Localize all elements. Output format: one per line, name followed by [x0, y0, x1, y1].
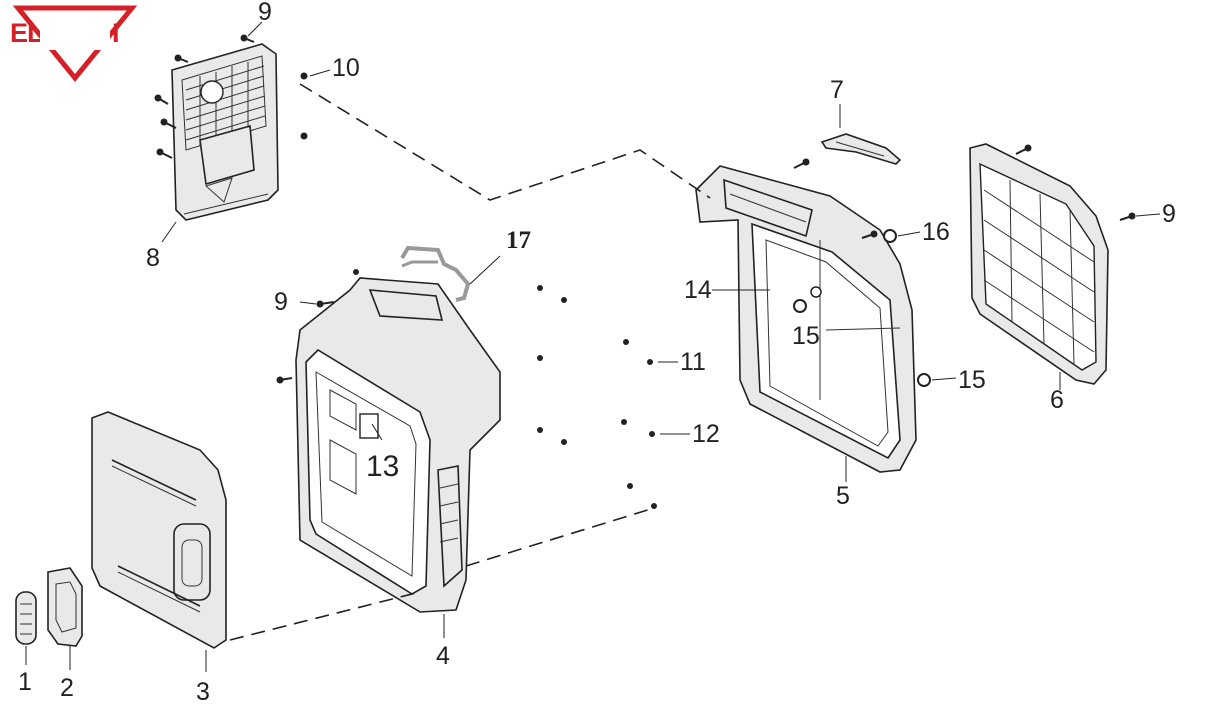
label-15-inner: 15	[792, 322, 820, 350]
rear-frame-hardware	[793, 158, 931, 387]
part-1-knob	[15, 591, 37, 665]
label-11: 11	[680, 348, 706, 376]
leader-10	[309, 69, 331, 77]
part-8-front-grille	[161, 43, 279, 243]
part-3-side-cover	[91, 411, 227, 672]
assembly-dashed-lines	[229, 83, 711, 641]
brand-logo-mark	[12, 5, 138, 82]
label-9-top: 9	[258, 0, 272, 26]
part-17-handle-wire	[400, 245, 501, 302]
label-1: 1	[18, 668, 32, 696]
callout-labels: 1 2 3 4 5 6 7 8 9 9 9 10 11 12 13 14 15 …	[18, 0, 1176, 706]
label-15-side: 15	[958, 366, 986, 394]
leader-16	[897, 231, 921, 237]
leader-15b	[931, 377, 957, 381]
label-6: 6	[1050, 386, 1064, 414]
label-12: 12	[692, 420, 720, 448]
grille-screws	[154, 34, 308, 159]
leader-13	[371, 423, 383, 441]
label-8: 8	[146, 244, 160, 272]
label-2: 2	[60, 674, 74, 702]
label-10: 10	[332, 54, 360, 82]
rear-cover-screws	[1015, 144, 1136, 221]
label-5: 5	[836, 482, 850, 510]
leader-9a	[247, 21, 263, 37]
part-2-bezel	[47, 567, 83, 670]
label-4: 4	[436, 642, 450, 670]
label-17: 17	[506, 227, 531, 254]
part-4-front-shell	[295, 277, 501, 638]
part-7-cap	[820, 104, 902, 165]
label-9-rear: 9	[1162, 200, 1176, 228]
label-9-front: 9	[274, 288, 288, 316]
part-6-rear-cover	[969, 143, 1109, 390]
part-5-rear-frame	[695, 165, 917, 482]
front-shell-screws	[276, 269, 359, 384]
label-13: 13	[366, 450, 399, 483]
leader-9b	[299, 301, 317, 305]
label-7: 7	[830, 76, 844, 104]
middle-screws	[537, 285, 657, 509]
label-14: 14	[684, 276, 712, 304]
label-16: 16	[922, 218, 950, 246]
leader-9c	[1135, 213, 1161, 217]
label-3: 3	[196, 678, 210, 706]
